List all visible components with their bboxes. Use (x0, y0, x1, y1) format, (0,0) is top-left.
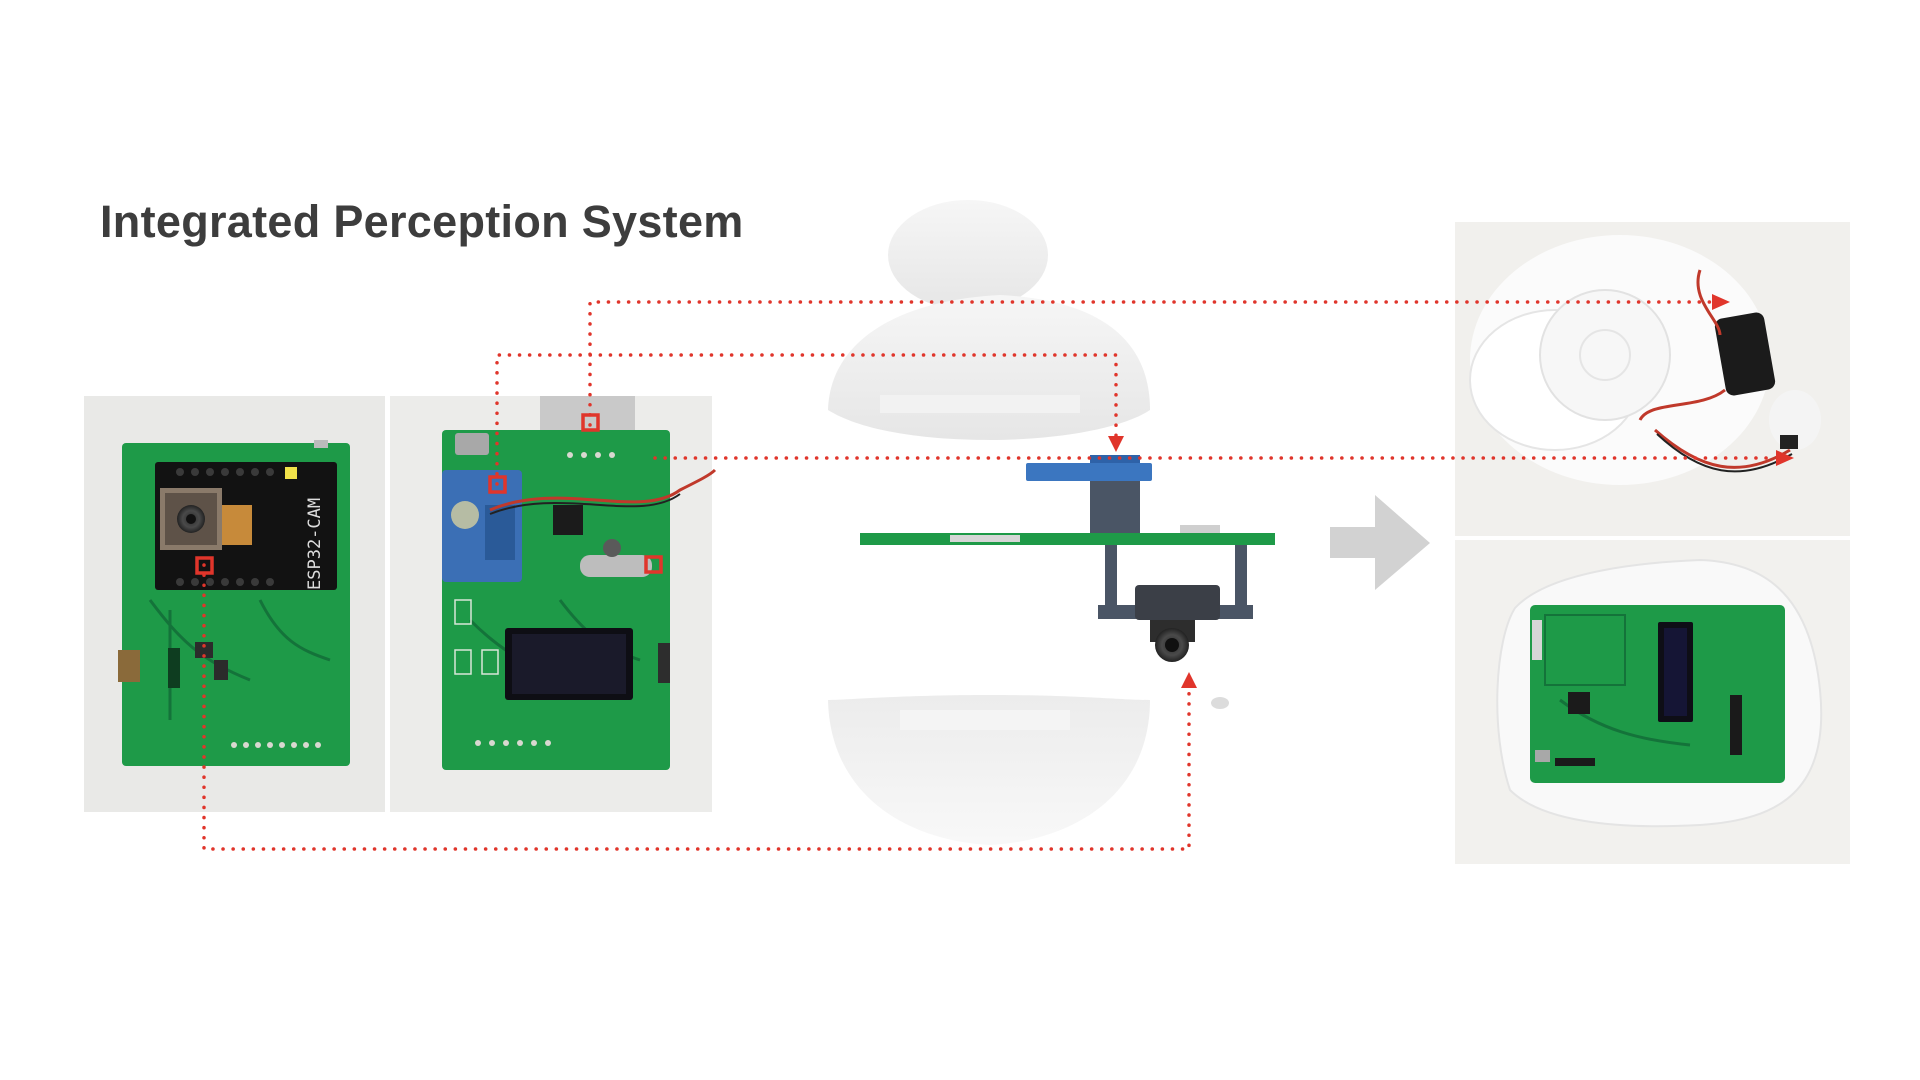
page-title: Integrated Perception System (100, 196, 744, 247)
connector-line-camera (202, 563, 1191, 851)
connector-line-speaker (588, 300, 1712, 427)
result-arrow (1330, 495, 1430, 590)
arrowhead-top-board (1108, 436, 1124, 452)
marker-speaker-source (581, 413, 600, 432)
marker-board-source (488, 475, 507, 494)
assembled-device-interior-photo (1455, 540, 1850, 864)
arrowhead-camera (1181, 672, 1197, 688)
connector-line-top-board (495, 353, 1118, 486)
arrowhead-speaker (1712, 294, 1730, 310)
connector-arrowheads (1108, 294, 1794, 688)
connector-markers (195, 413, 663, 575)
assembled-device-top-photo (1455, 222, 1850, 536)
marker-wire-source (644, 555, 663, 574)
esp32-cam-board-photo: ESP32-CAM (84, 396, 385, 812)
exploded-assembly-view (828, 200, 1275, 845)
arrowhead-side-wire (1776, 450, 1794, 466)
marker-camera-source (195, 556, 214, 575)
connection-lines (202, 300, 1777, 851)
module-label: ESP32-CAM (305, 498, 325, 590)
main-control-board-photo (390, 396, 717, 812)
